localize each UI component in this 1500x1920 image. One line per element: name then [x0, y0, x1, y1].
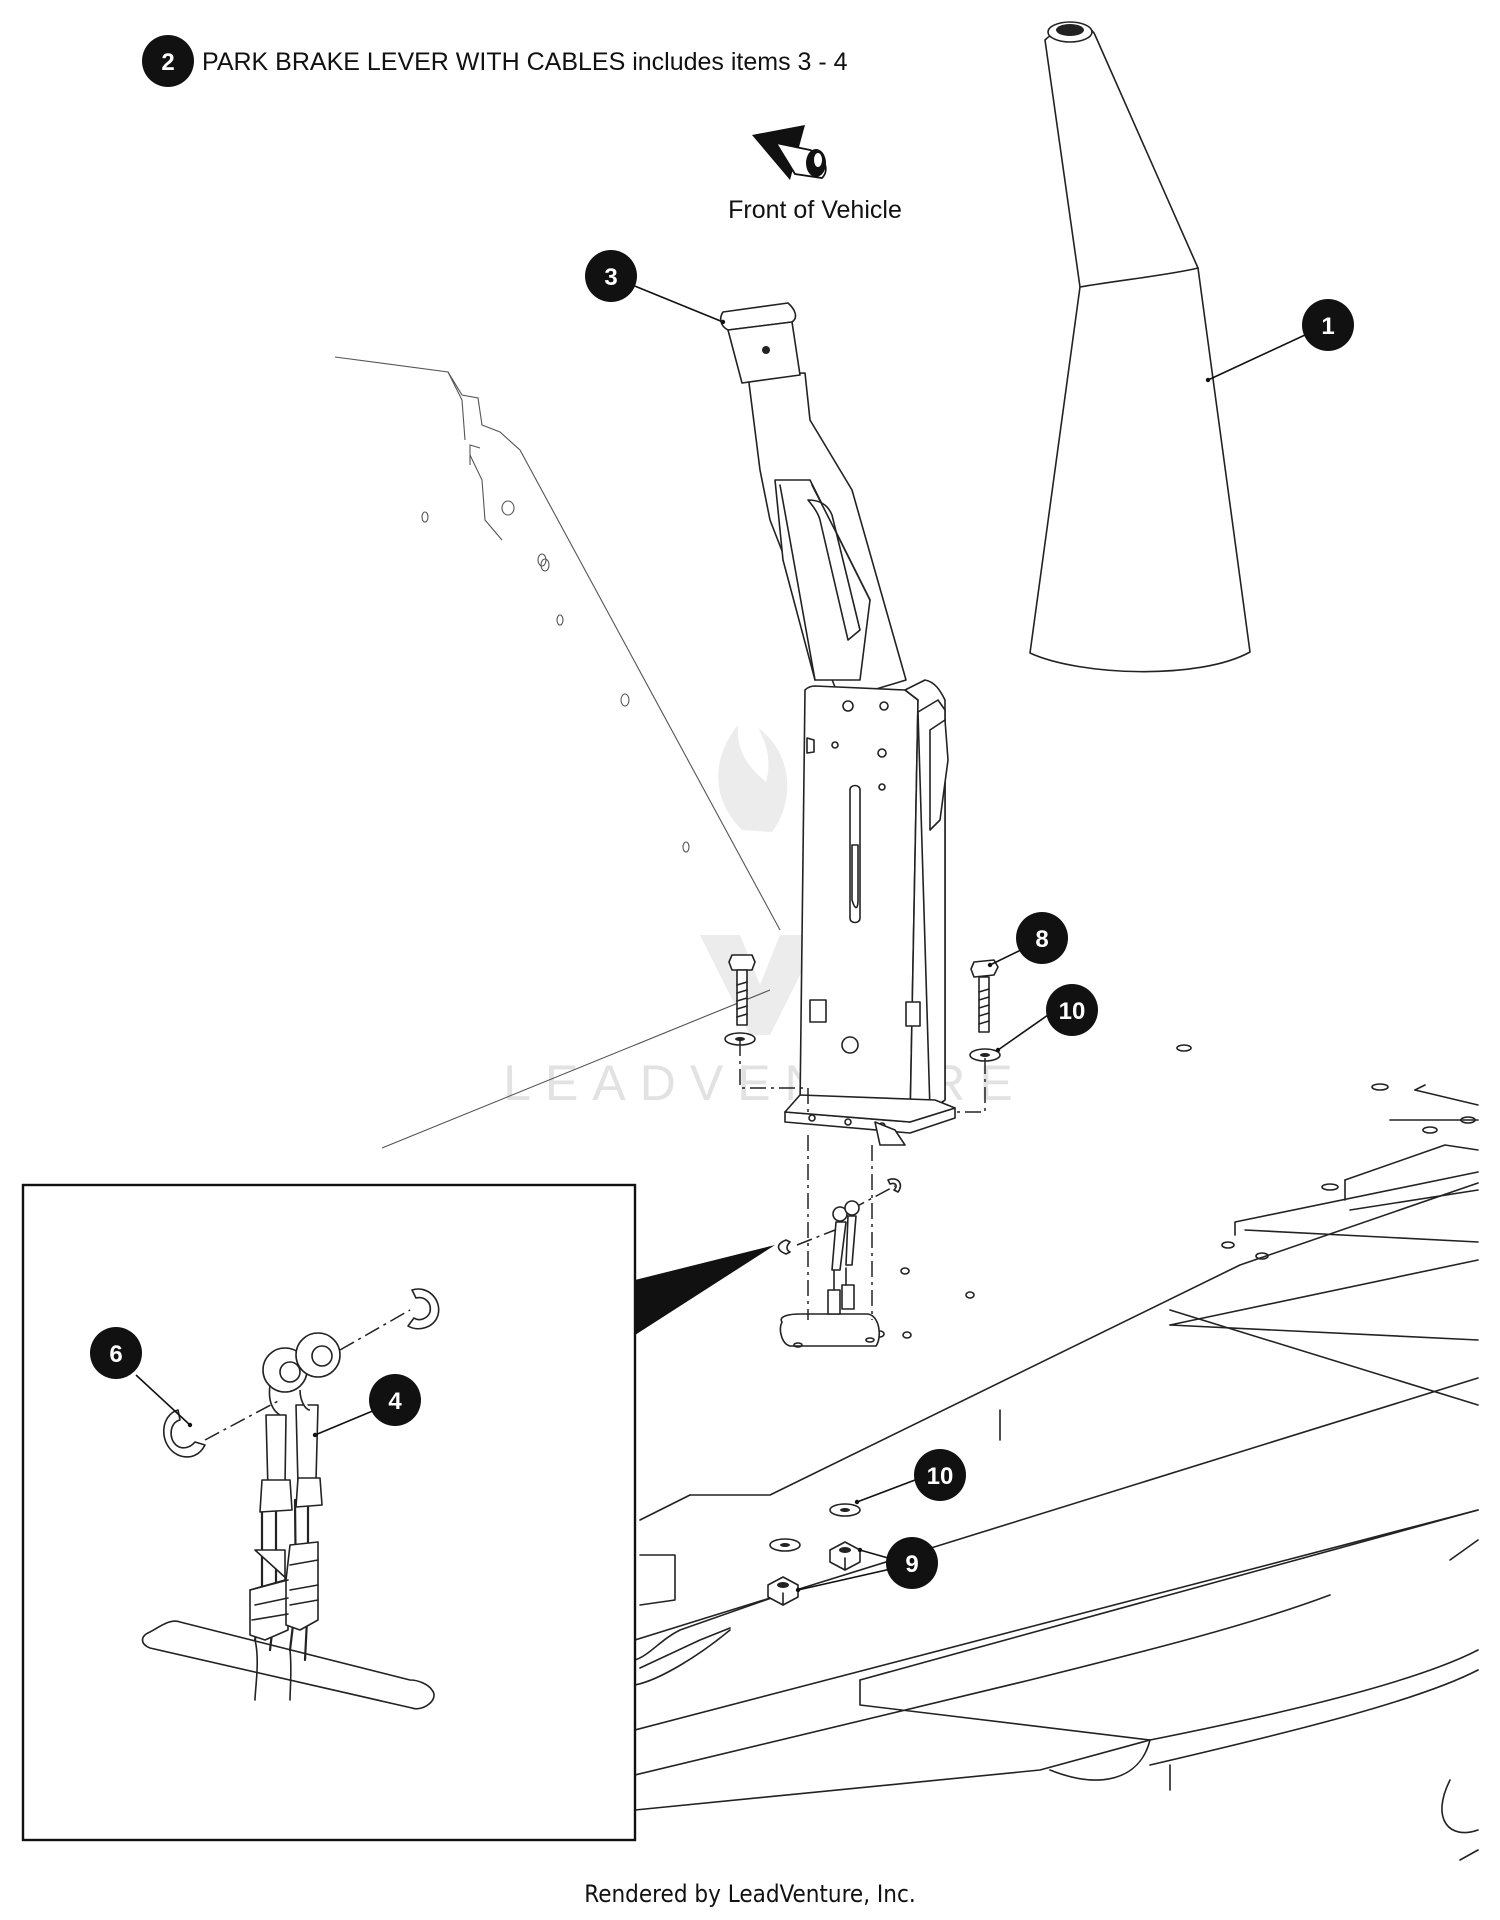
- orientation-label: Front of Vehicle: [728, 196, 902, 224]
- svg-text:4: 4: [388, 1388, 402, 1415]
- park-brake-lever-item-3: [719, 302, 956, 1146]
- header-title: PARK BRAKE LEVER WITH CABLES includes it…: [202, 48, 848, 76]
- nut-left: [767, 1576, 799, 1606]
- callout-4: 4: [369, 1374, 421, 1426]
- watermark-text: LEADVENTURE: [503, 1055, 1027, 1111]
- bolt-right-item-8: [970, 959, 999, 1033]
- callout-3: 3: [585, 250, 637, 302]
- washer-lower-left: [769, 1538, 801, 1552]
- svg-text:10: 10: [1059, 998, 1086, 1025]
- callout-9: 9: [886, 1537, 938, 1589]
- callout-10-lower: 10: [914, 1449, 966, 1501]
- nut-right-item-9: [829, 1541, 861, 1571]
- callout-8: 8: [1016, 912, 1068, 964]
- header: 2 PARK BRAKE LEVER WITH CABLES includes …: [142, 35, 848, 87]
- callout-6: 6: [90, 1327, 142, 1379]
- washer-upper-right-item-10: [969, 1048, 1001, 1062]
- inset-detail-view: [21, 1183, 775, 1842]
- callout-1: 1: [1302, 299, 1354, 351]
- svg-text:9: 9: [905, 1551, 918, 1578]
- header-item-number: 2: [161, 49, 174, 76]
- callout-10-upper: 10: [1046, 984, 1098, 1036]
- assembly-lines: [739, 1040, 986, 1320]
- footer-credit: Rendered by LeadVenture, Inc.: [584, 1880, 915, 1908]
- e-clip-upper: [407, 1288, 440, 1330]
- floor-cable-slot: [779, 1313, 881, 1348]
- svg-text:3: 3: [604, 264, 617, 291]
- svg-text:1: 1: [1321, 313, 1334, 340]
- svg-text:10: 10: [927, 1463, 954, 1490]
- svg-text:6: 6: [109, 1341, 122, 1368]
- cable-ends-main: [777, 1178, 902, 1315]
- boot-cover-item-1: [1029, 21, 1251, 673]
- floor-pan: [634, 1044, 1479, 1861]
- firewall-panel: [334, 356, 781, 1149]
- bolt-left: [728, 954, 756, 1026]
- washer-lower-right-item-10: [829, 1503, 861, 1517]
- e-clip-item-6: [163, 1409, 206, 1458]
- svg-text:8: 8: [1035, 926, 1048, 953]
- direction-arrow-icon: [752, 125, 827, 180]
- inset-pointer: [635, 1245, 775, 1335]
- header-item-badge: [142, 35, 194, 87]
- watermark: LEADVENTURE: [503, 725, 1027, 1111]
